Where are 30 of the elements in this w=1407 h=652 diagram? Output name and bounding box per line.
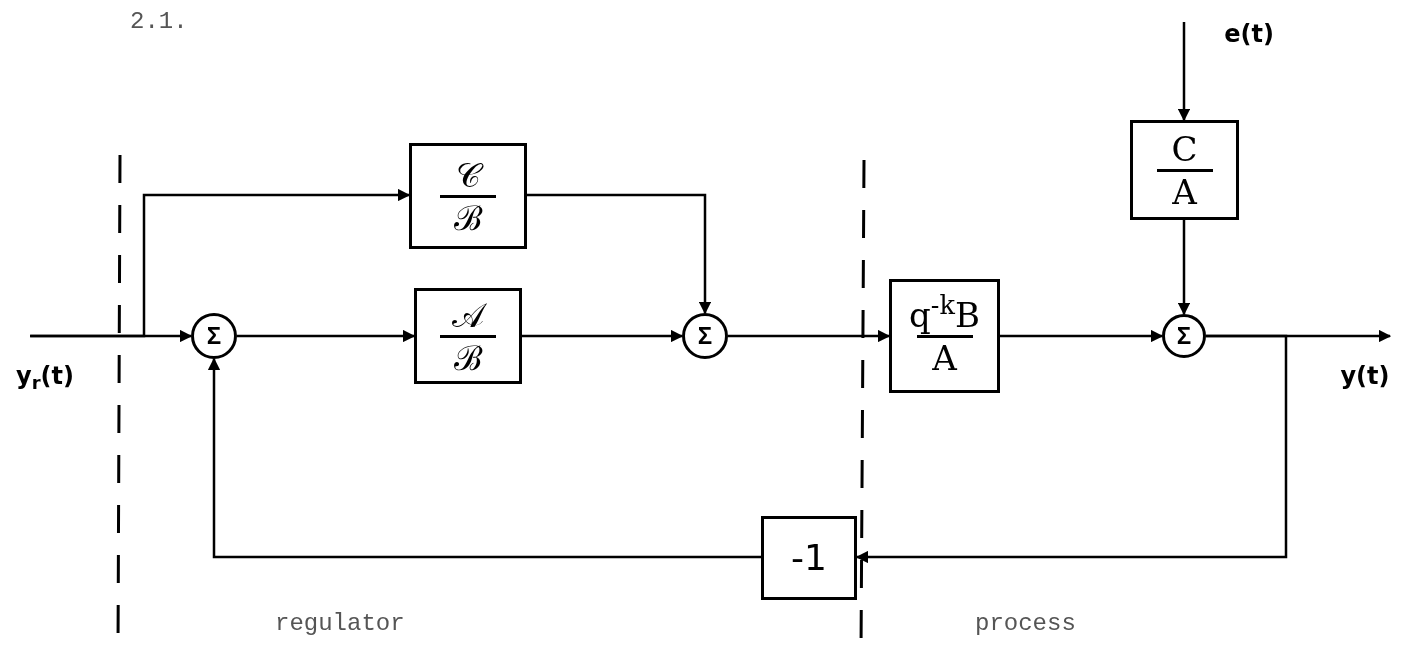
numerator: C <box>1171 131 1198 166</box>
transfer-block <box>414 288 522 384</box>
gain-value: -1 <box>791 540 827 576</box>
denominator: A <box>1172 174 1197 209</box>
signal-arrow <box>855 334 1288 564</box>
signal-label: y(t) <box>1340 364 1390 388</box>
denominator: A <box>932 340 957 375</box>
transfer-block <box>409 143 527 249</box>
signal-arrow <box>728 329 891 343</box>
sum-symbol: Σ <box>1176 324 1192 348</box>
caption-text: process <box>975 609 1076 639</box>
signal-label: y$_{r}$(t) <box>16 364 74 388</box>
sum-symbol: Σ <box>206 324 222 348</box>
signal-arrow <box>237 329 416 343</box>
transfer-block <box>889 279 1000 393</box>
signal-arrow <box>1177 220 1191 316</box>
signal-arrow <box>30 188 411 338</box>
caption-text: 2.1. <box>130 7 188 37</box>
sum-symbol: Σ <box>697 324 713 348</box>
denominator: ℬ <box>454 200 482 235</box>
signal-arrow <box>1177 22 1191 122</box>
caption-text: regulator <box>275 609 405 639</box>
signal-arrow <box>527 193 712 315</box>
signal-arrow <box>522 329 684 343</box>
transfer-block <box>1130 120 1239 220</box>
signal-arrow <box>207 357 761 559</box>
signal-arrow <box>1000 329 1164 343</box>
denominator: ℬ <box>454 340 482 375</box>
signal-label: e(t) <box>1224 22 1274 46</box>
transfer-block <box>761 516 857 600</box>
